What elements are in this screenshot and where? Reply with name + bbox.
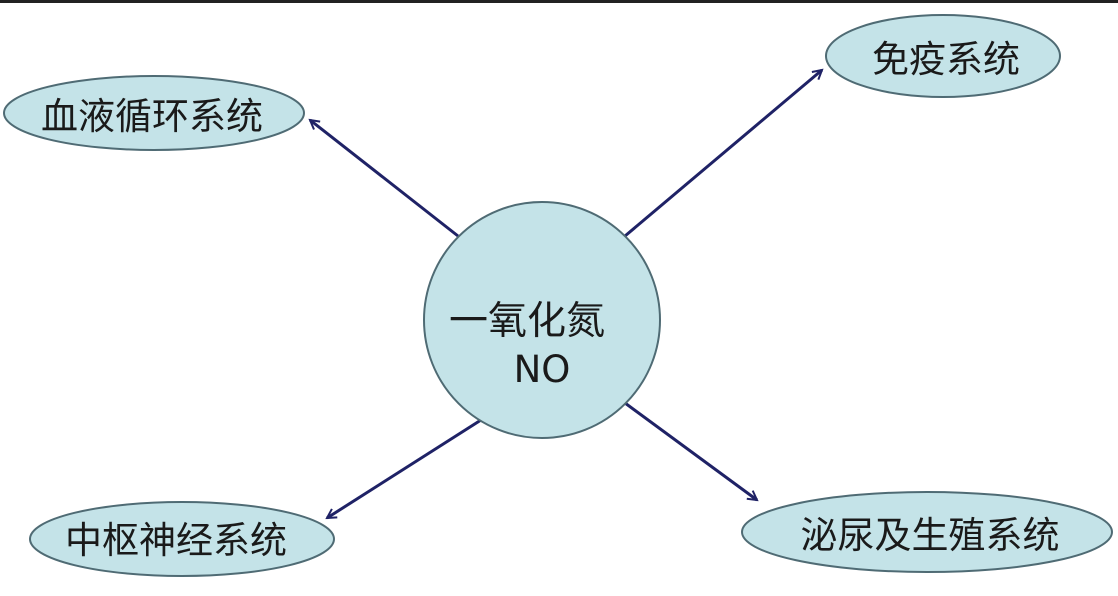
node-nervous-system: 中枢神经系统: [29, 501, 335, 577]
center-node: 一氧化氮 NO: [423, 201, 661, 439]
arrow-to-circulatory: [310, 120, 459, 238]
arrow-to-urogenital: [624, 401, 757, 500]
arrow-to-immune: [624, 70, 822, 238]
node-urogenital-system: 泌尿及生殖系统: [741, 491, 1113, 573]
node-circulatory-system: 血液循环系统: [3, 75, 305, 151]
arrow-to-nervous: [327, 418, 482, 520]
node-urogenital-label: 泌尿及生殖系统: [801, 514, 1060, 557]
center-label-zh: 一氧化氮: [449, 299, 605, 344]
node-circulatory-label: 血液循环系统: [41, 95, 263, 138]
node-immune-system: 免疫系统: [825, 14, 1061, 98]
node-nervous-label: 中枢神经系统: [65, 519, 287, 562]
node-immune-label: 免疫系统: [872, 38, 1020, 81]
center-label-en: NO: [514, 348, 571, 391]
